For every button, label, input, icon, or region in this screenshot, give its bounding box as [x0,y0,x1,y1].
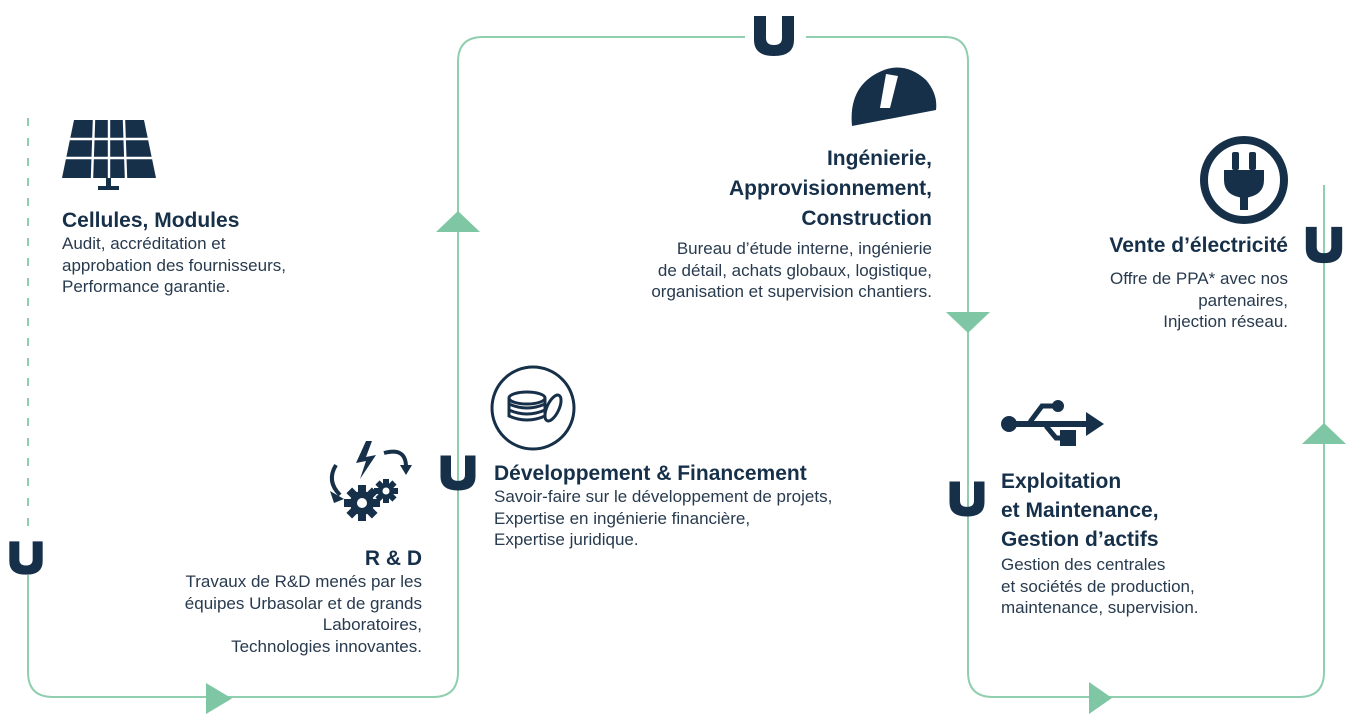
power-plug-icon [1200,136,1288,224]
step-description-line: équipes Urbasolar et de grands [184,593,422,613]
arrow-up-mid-left [436,211,480,232]
step-description-line: Audit, accréditation et [62,234,226,253]
usb-icon [1001,400,1104,446]
step-description-line: maintenance, supervision. [1001,598,1199,617]
step-title: R & D [364,547,422,570]
step-title: Développement & Financement [494,462,807,485]
step-title: Cellules, Modules [62,209,240,232]
flow-line-2 [806,36,1325,698]
step-ingenierie-description: Bureau d’étude interne, ingénierie de dé… [540,238,932,303]
solar-panel-icon [62,120,156,190]
step-title-line: Approvisionnement, [728,177,932,200]
step-description-line: Offre de PPA* avec nos [1110,269,1288,288]
step-title-line: Exploitation [1001,470,1122,493]
step-vente-description: Offre de PPA* avec nos partenaires, Inje… [1010,268,1288,333]
step-description-line: partenaires, [1198,290,1288,310]
step-description-line: Savoir-faire sur le développement de pro… [494,487,833,506]
step-description-line: Bureau d’étude interne, ingénierie [676,239,932,258]
step-title-line: Construction [801,207,932,230]
step-description-line: et sociétés de production, [1001,576,1195,596]
step-description-line: Expertise en ingénierie financière, [494,508,751,528]
arrow-down-mid-right [946,312,990,333]
step-description-line: Performance garantie. [62,277,231,296]
step-title-line: et Maintenance, [1001,499,1159,522]
step-cellules-modules: Cellules, Modules Audit, accréditation e… [62,209,382,298]
step-title-line: Ingénierie, [826,147,932,170]
step-developpement-financement: Développement & Financement Savoir-faire… [494,462,954,551]
step-rnd: R & D Travaux de R&D menés par les équip… [92,547,422,657]
step-title-line: Gestion d’actifs [1001,528,1159,551]
u-logo-icon [1305,226,1343,264]
u-logo-icon [754,16,794,56]
step-vente-electricite: Vente d’électricité [1010,234,1288,258]
coins-icon [490,365,576,451]
step-description-line: Laboratoires, [322,615,422,634]
step-description-line: Travaux de R&D menés par les [185,572,422,591]
flow-line-1 [27,36,745,698]
lightning-gears-icon [329,441,412,521]
step-exploitation: Exploitation et Maintenance, Gestion d’a… [1001,467,1301,619]
step-description-line: Expertise juridique. [494,530,639,549]
arrow-right-bottom-left [206,683,232,714]
step-description-line: Gestion des centrales [1001,555,1166,574]
arrow-right-bottom-right [1089,682,1112,714]
u-logo-icon [9,541,43,575]
step-description-line: Technologies innovantes. [231,636,422,656]
step-description-line: approbation des fournisseurs, [62,255,286,275]
step-description-line: Injection réseau. [1163,312,1288,331]
arrow-up-right [1302,423,1346,444]
hard-hat-icon [851,67,937,126]
u-logo-icon [440,455,476,491]
step-title: Vente d’électricité [1109,234,1288,257]
step-description-line: organisation et supervision chantiers. [651,282,932,301]
u-logo-icon [949,481,985,517]
step-ingenierie: Ingénierie, Approvisionnement, Construct… [560,144,932,234]
step-description-line: de détail, achats globaux, logistique, [657,260,932,280]
